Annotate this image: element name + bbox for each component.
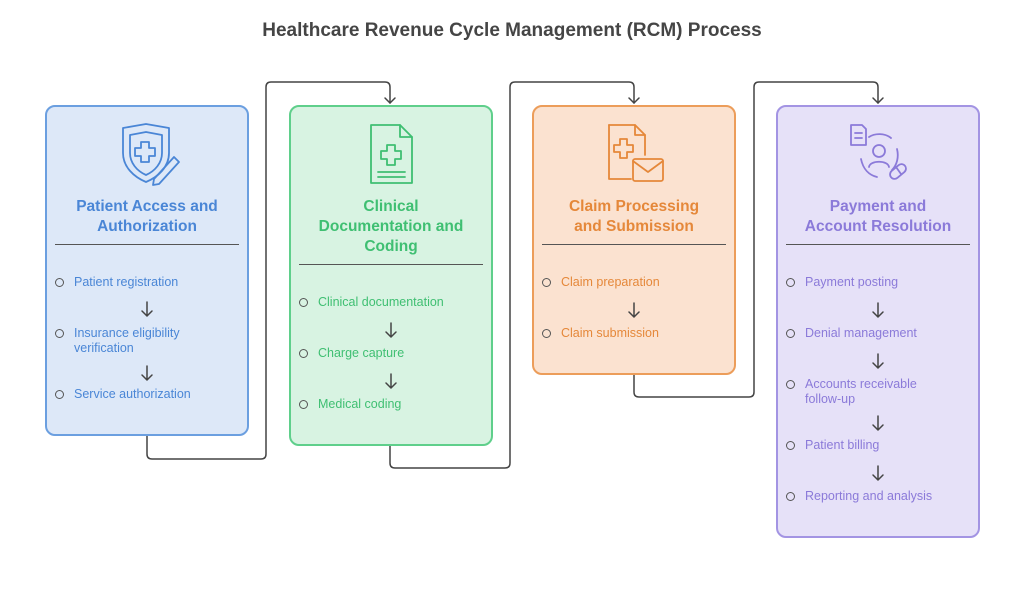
bullet-circle (299, 349, 308, 358)
diagram-title: Healthcare Revenue Cycle Management (RCM… (262, 20, 762, 41)
down-arrow-icon (778, 352, 978, 375)
down-arrow-icon (778, 414, 978, 437)
list-item: Charge capture (299, 346, 483, 361)
list-item: Payment posting (786, 275, 970, 290)
item-label: Charge capture (318, 346, 405, 360)
divider (299, 264, 483, 265)
bullet-circle (55, 278, 64, 287)
list-item: Patient billing (786, 438, 970, 453)
list-item: Patient registration (55, 275, 239, 290)
connector-arrowhead-4 (872, 97, 884, 104)
down-arrow-icon (534, 301, 734, 324)
connector-arrowhead-2 (384, 97, 396, 104)
list-item: Reporting and analysis (786, 489, 970, 504)
down-arrow-icon (778, 301, 978, 324)
down-arrow-icon (778, 464, 978, 487)
divider (786, 244, 970, 245)
divider (542, 244, 726, 245)
item-label: Patient billing (805, 438, 880, 452)
patient-billing-icon (778, 121, 978, 187)
list-item: Claim submission (542, 326, 726, 341)
bullet-circle (786, 492, 795, 501)
item-label: Patient registration (74, 275, 179, 289)
item-label: Claim submission (561, 326, 659, 340)
list-item: Denial management (786, 326, 970, 341)
divider (55, 244, 239, 245)
bullet-circle (786, 329, 795, 338)
down-arrow-icon (47, 364, 247, 387)
bullet-circle (786, 380, 795, 389)
down-arrow-icon (291, 372, 491, 395)
bullet-circle (542, 278, 551, 287)
item-label: Payment posting (805, 275, 899, 289)
item-label: Clinical documentation (318, 295, 444, 309)
item-label: Denial management (805, 326, 917, 340)
list-item: Medical coding (299, 397, 483, 412)
bullet-circle (55, 329, 64, 338)
list-item: Claim preparation (542, 275, 726, 290)
bullet-circle (786, 278, 795, 287)
connector-arrowhead-3 (628, 97, 640, 104)
down-arrow-icon (47, 300, 247, 323)
item-label: Medical coding (318, 397, 402, 411)
down-arrow-icon (291, 321, 491, 344)
bullet-circle (542, 329, 551, 338)
shield-medical-pen-icon (47, 121, 247, 187)
bullet-circle (299, 298, 308, 307)
bullet-circle (55, 390, 64, 399)
list-item: Clinical documentation (299, 295, 483, 310)
medical-claim-envelope-icon (534, 121, 734, 187)
item-label: Claim preparation (561, 275, 660, 289)
list-item: Service authorization (55, 387, 239, 402)
item-label: Reporting and analysis (805, 489, 933, 503)
bullet-circle (786, 441, 795, 450)
medical-document-icon (291, 121, 491, 187)
bullet-circle (299, 400, 308, 409)
item-label: Service authorization (74, 387, 191, 401)
